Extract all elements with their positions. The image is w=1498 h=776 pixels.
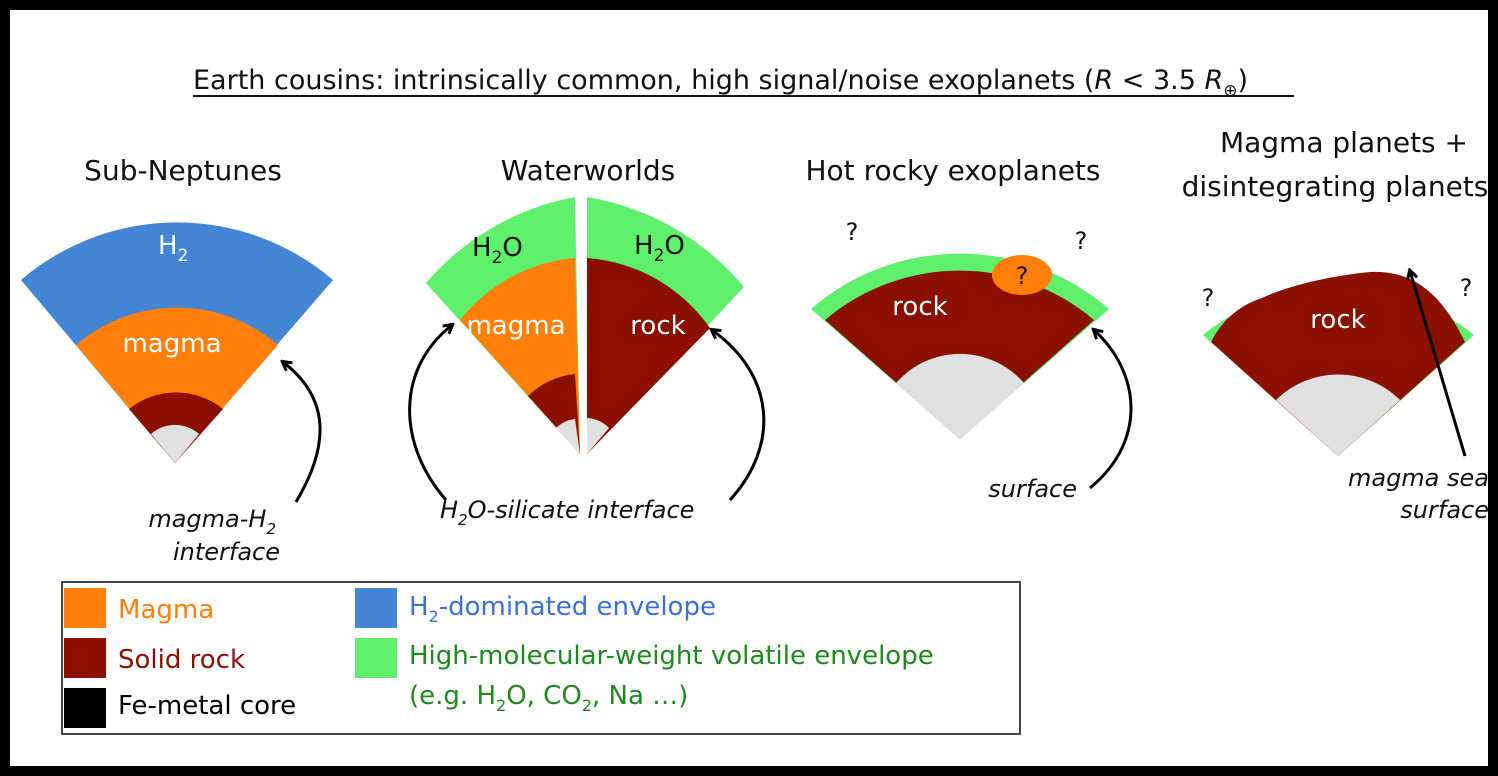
question-mark-right: ? xyxy=(1075,227,1088,255)
core-layer xyxy=(151,424,199,463)
question-mark-left: ? xyxy=(846,218,859,246)
rock-layer-label: rock xyxy=(1310,305,1365,335)
legend-label-core: Fe-metal core xyxy=(118,691,296,721)
panel-hot-rocky: Hot rocky exoplanets ? rock ? ? surface xyxy=(806,154,1133,503)
rock-layer xyxy=(1211,271,1465,456)
interface-arrow-left xyxy=(408,325,452,501)
magma-layer xyxy=(76,307,278,463)
legend-label-volatile: High-molecular-weight volatile envelope xyxy=(409,641,934,671)
panel-magma-planets: Magma planets + disintegrating planets r… xyxy=(1182,126,1489,524)
svg-text:Earth cousins: intrinsically c: Earth cousins: intrinsically common, hig… xyxy=(193,65,1248,101)
figure-title: Earth cousins: intrinsically common, hig… xyxy=(193,65,1294,101)
panel-sub-neptunes: Sub-Neptunes H2 magma magma-H2 interface xyxy=(21,154,333,566)
surface-note: surface xyxy=(988,475,1077,503)
h2-layer-label: H2 xyxy=(158,231,188,266)
surface-arrow xyxy=(1089,330,1133,490)
magma-h2-interface-note-line2: interface xyxy=(173,538,280,566)
legend-label-volatile-examples: (e.g. H2O, CO2, Na …) xyxy=(409,681,688,715)
hot-rocky-heading: Hot rocky exoplanets xyxy=(806,154,1101,187)
panel-waterworlds: Waterworlds H2O H2O magma rock H2O-silic… xyxy=(408,154,766,529)
sub-neptunes-heading: Sub-Neptunes xyxy=(84,154,282,187)
magma-layer-label: magma xyxy=(122,329,221,359)
question-mark-left: ? xyxy=(1202,284,1215,312)
legend-box xyxy=(61,581,1021,735)
rock-layer-label: rock xyxy=(630,311,685,341)
title-main: Earth cousins: intrinsically common, hig… xyxy=(193,65,1075,96)
core-layer xyxy=(1276,374,1400,456)
legend-swatch-rock xyxy=(64,638,106,678)
legend-swatch-volatile xyxy=(355,638,397,678)
legend-label-rock: Solid rock xyxy=(118,645,245,675)
legend-swatch-core xyxy=(64,688,106,728)
magma-h2-interface-note: magma-H2 xyxy=(148,505,276,538)
legend: Magma Solid rock Fe-metal core H2-domina… xyxy=(61,581,1021,735)
h2o-right-label: H2O xyxy=(634,231,685,266)
waterworlds-heading: Waterworlds xyxy=(501,154,675,187)
interface-arrow-right xyxy=(712,330,766,502)
legend-label-magma: Magma xyxy=(118,595,214,625)
h2o-silicate-interface-note: H2O-silicate interface xyxy=(440,496,694,529)
rock-layer-right xyxy=(587,258,710,454)
h2o-left-label: H2O xyxy=(472,233,523,268)
legend-swatch-magma xyxy=(64,588,106,628)
magma-sea-note-line1: magma sea xyxy=(1348,464,1489,492)
magma-layer-label: magma xyxy=(466,311,565,341)
magma-pocket xyxy=(992,255,1052,295)
legend-swatch-h2 xyxy=(355,588,397,628)
magma-pocket-question: ? xyxy=(1016,262,1029,290)
rock-layer-label: rock xyxy=(892,292,947,322)
magma-planets-heading-line1: Magma planets + xyxy=(1220,126,1468,159)
magma-sea-arrow xyxy=(1410,271,1467,457)
core-layer xyxy=(896,353,1024,439)
question-mark-right: ? xyxy=(1460,274,1473,302)
core-layer-left xyxy=(556,419,580,454)
interface-arrow xyxy=(283,362,322,503)
magma-sea-note-line2: surface xyxy=(1400,496,1489,524)
core-layer-right xyxy=(587,418,609,454)
legend-label-h2: H2-dominated envelope xyxy=(409,592,716,626)
magma-planets-heading-line2: disintegrating planets xyxy=(1182,170,1489,203)
